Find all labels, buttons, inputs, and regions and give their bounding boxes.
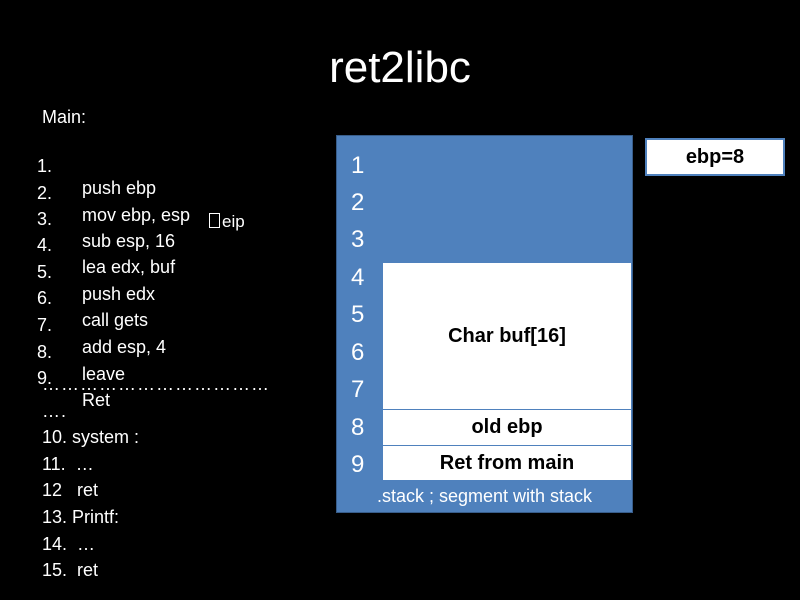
code-line: 5. push edx xyxy=(0,239,155,305)
stack-slot-number: 8 xyxy=(351,414,365,441)
code-line-extra: 15. ret xyxy=(42,560,99,580)
old-ebp-cell: old ebp xyxy=(382,409,632,446)
instruction: leave xyxy=(82,364,126,384)
code-line-extra: 12 ret xyxy=(42,480,99,500)
line-number: 4. xyxy=(37,235,53,255)
stack-segment: 1 2 3 4 5 6 7 8 9 Char buf[16] old ebp R… xyxy=(336,135,633,513)
ebp-register-box: ebp=8 xyxy=(645,138,785,176)
code-line-extra: 13. Printf: xyxy=(42,507,120,527)
code-line-extra: 11. … xyxy=(42,454,94,474)
line-number: 2. xyxy=(37,183,53,203)
eip-pointer: eip xyxy=(209,212,245,232)
code-line: 4. lea edx, buf xyxy=(0,212,175,278)
instruction: push ebp xyxy=(82,178,157,198)
instruction: call gets xyxy=(82,310,149,330)
line-number: 6. xyxy=(37,288,53,308)
stack-slot-number: 7 xyxy=(351,376,365,403)
code-heading: Main: xyxy=(42,107,87,127)
code-line: 3. sub esp, 16 xyxy=(0,186,175,252)
instruction: sub esp, 16 xyxy=(82,231,176,251)
code-line: 8. leave xyxy=(0,319,125,385)
instruction: Ret xyxy=(82,390,111,410)
instruction: add esp, 4 xyxy=(82,337,167,357)
stack-slot-number: 4 xyxy=(351,264,365,291)
line-number: 1. xyxy=(37,156,53,176)
code-line-extra: 14. … xyxy=(42,534,96,554)
stack-slot-number: 9 xyxy=(351,451,365,478)
pointer-box-icon xyxy=(209,213,220,228)
line-number: 8. xyxy=(37,342,53,362)
line-number: 9. xyxy=(37,368,53,388)
stack-slot-number: 6 xyxy=(351,339,365,366)
instruction: lea edx, buf xyxy=(82,257,176,277)
separator-dots: ……………………………… xyxy=(42,374,270,394)
instruction: mov ebp, esp xyxy=(82,205,191,225)
eip-label: eip xyxy=(222,212,245,231)
line-number: 5. xyxy=(37,262,53,282)
stack-slot-number: 1 xyxy=(351,152,365,179)
buffer-cell: Char buf[16] xyxy=(382,262,632,410)
stack-slot-number: 3 xyxy=(351,226,365,253)
stack-slot-number: 2 xyxy=(351,189,365,216)
return-address-cell: Ret from main xyxy=(382,445,632,481)
code-line: 7. add esp, 4 xyxy=(0,292,166,358)
stack-caption: .stack ; segment with stack xyxy=(376,486,593,506)
stack-slot-number: 5 xyxy=(351,301,365,328)
line-number: 7. xyxy=(37,315,53,335)
line-number: 3. xyxy=(37,209,53,229)
code-line: 9. Ret xyxy=(0,345,110,411)
slide-title: ret2libc xyxy=(329,43,471,92)
code-line-extra: 10. system : xyxy=(42,427,140,447)
instruction: push edx xyxy=(82,284,156,304)
separator-dots-continued: …. xyxy=(42,401,68,421)
code-line: 1. push ebp xyxy=(0,133,156,199)
code-line: 6. call gets xyxy=(0,265,148,331)
code-line: 2. mov ebp, esp xyxy=(0,160,190,226)
